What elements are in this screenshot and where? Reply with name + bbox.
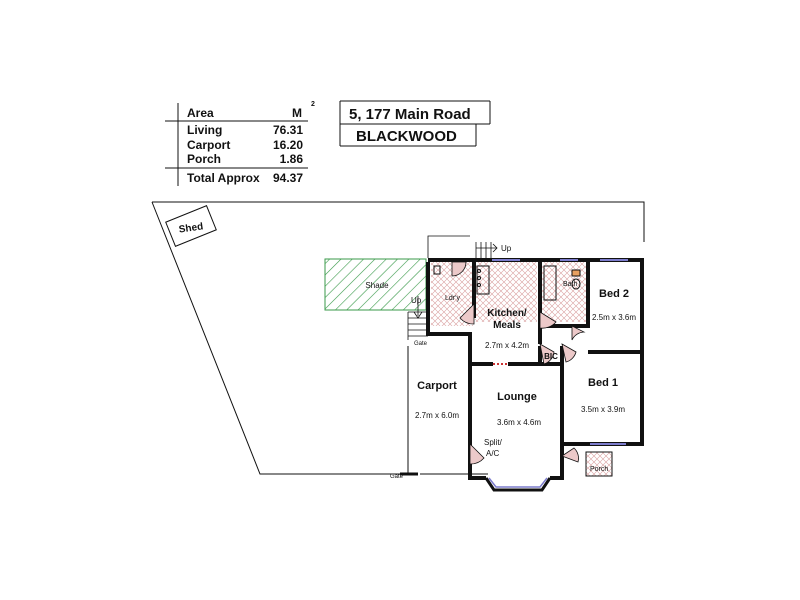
site-boundary	[151, 201, 645, 476]
bath-label: Bath	[563, 281, 578, 288]
bed2-label: Bed 2	[599, 288, 629, 300]
area-row-value: 1.86	[280, 152, 304, 166]
area-row-value: 16.20	[273, 138, 303, 152]
gate-label-carport: Gate	[414, 341, 428, 347]
back-steps	[427, 235, 498, 258]
bic-label: BIC	[544, 352, 558, 361]
bed2-dimension: 2.5m x 3.6m	[592, 313, 636, 322]
area-row-name: Carport	[187, 138, 230, 152]
doors	[451, 261, 586, 465]
carport: Gate Carport 2.7m x 6.0m Gate	[390, 341, 459, 480]
area-unit: M	[292, 106, 302, 120]
kitchen-label-line1: Kitchen/	[487, 308, 527, 319]
lounge-dimension: 3.6m x 4.6m	[497, 418, 541, 427]
kitchen-tiles	[475, 262, 537, 322]
bed1-label: Bed 1	[588, 377, 618, 389]
windows	[484, 259, 628, 492]
gate-label-bottom: Gate	[390, 474, 404, 480]
porch: Porch	[585, 451, 613, 477]
area-header: Area	[187, 106, 214, 120]
up-label-side: Up	[411, 296, 422, 305]
shade-label: Shade	[365, 281, 389, 290]
shed: Shed	[165, 205, 217, 247]
area-row-name: Living	[187, 123, 222, 137]
carport-label: Carport	[417, 380, 457, 392]
carport-dimension: 2.7m x 6.0m	[415, 411, 459, 420]
porch-label: Porch	[590, 466, 608, 473]
area-total-value: 94.37	[273, 171, 303, 185]
area-total-name: Total Approx	[187, 171, 260, 185]
split-ac-label-line1: Split/	[484, 438, 503, 447]
bed1-dimension: 3.5m x 3.9m	[581, 405, 625, 414]
split-ac-label-line2: A/C	[486, 449, 500, 458]
address-block: 5, 177 Main Road BLACKWOOD	[339, 100, 491, 147]
area-table: Area M 2 Living 76.31 Carport 16.20 Porc…	[165, 101, 315, 186]
kitchen-dimension: 2.7m x 4.2m	[485, 341, 529, 350]
lounge-label: Lounge	[497, 391, 537, 403]
shed-label: Shed	[178, 221, 204, 235]
up-label-top: Up	[501, 244, 512, 253]
address-line1: 5, 177 Main Road	[349, 106, 471, 123]
kitchen-label-line2: Meals	[493, 320, 521, 331]
area-unit-exp: 2	[311, 101, 315, 108]
area-row-value: 76.31	[273, 123, 303, 137]
address-line2: BLACKWOOD	[356, 128, 457, 145]
shade-area: Shade	[324, 258, 427, 311]
laundry-label: Ldr'y	[445, 295, 460, 302]
side-steps	[407, 296, 428, 340]
area-row-name: Porch	[187, 152, 221, 166]
inner-detail	[433, 265, 581, 301]
